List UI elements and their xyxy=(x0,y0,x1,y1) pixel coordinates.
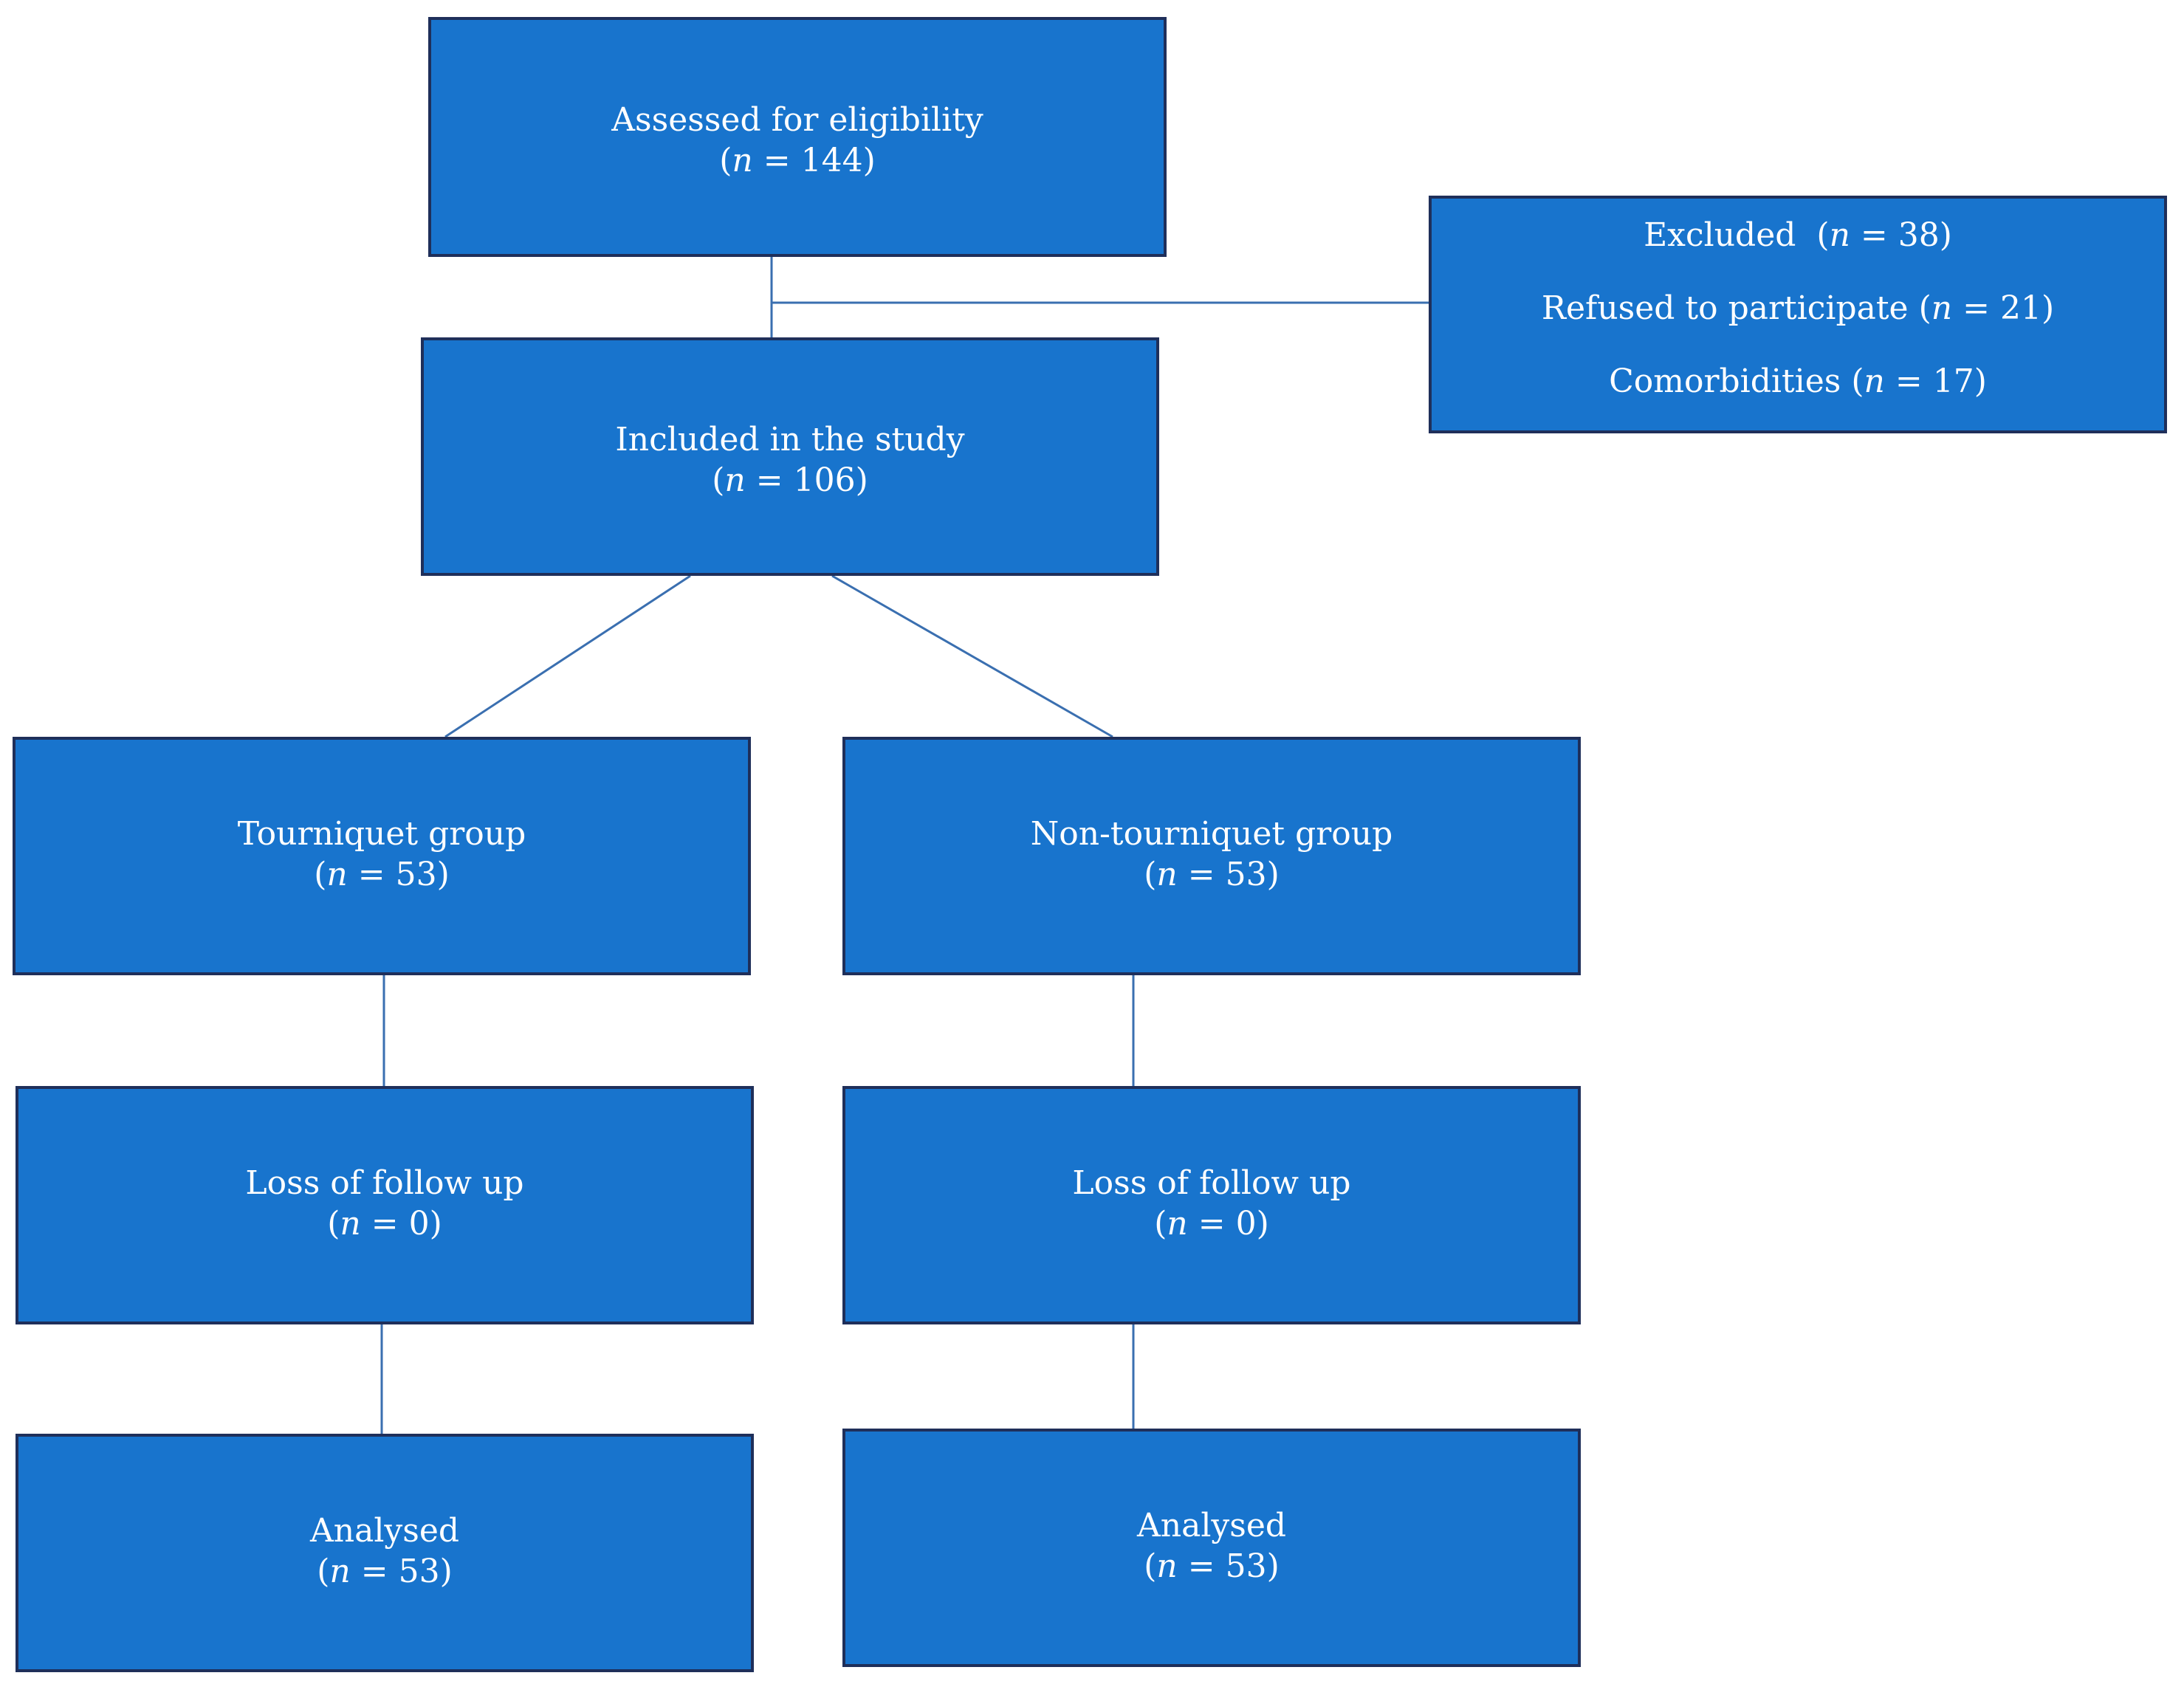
non-tourniquet-group-box: Non-tourniquet group (n = 53) xyxy=(842,737,1581,975)
analysed-left-count: (n = 53) xyxy=(317,1553,453,1590)
non-tourniquet-group-label: Non-tourniquet group xyxy=(1030,815,1393,853)
excluded-total: Excluded (n = 38) xyxy=(1644,216,1952,254)
included-box: Included in the study (n = 106) xyxy=(421,337,1159,576)
loss-follow-up-left-box: Loss of follow up (n = 0) xyxy=(16,1086,754,1324)
connector-included-tourniquet xyxy=(444,574,691,738)
assessed-count: (n = 144) xyxy=(719,142,876,179)
non-tourniquet-group-count: (n = 53) xyxy=(1144,856,1280,893)
included-count: (n = 106) xyxy=(712,461,868,499)
tourniquet-group-label: Tourniquet group xyxy=(237,815,526,853)
loss-follow-up-right-box: Loss of follow up (n = 0) xyxy=(842,1086,1581,1324)
connector-included-nontourniquet xyxy=(831,574,1113,738)
analysed-right-box: Analysed (n = 53) xyxy=(842,1429,1581,1667)
analysed-left-box: Analysed (n = 53) xyxy=(16,1434,754,1672)
analysed-right-label: Analysed xyxy=(1136,1507,1287,1544)
loss-follow-up-right-label: Loss of follow up xyxy=(1072,1164,1351,1202)
analysed-left-label: Analysed xyxy=(309,1512,460,1550)
assessed-label: Assessed for eligibility xyxy=(611,101,983,139)
excluded-reason-comorbidities: Comorbidities (n = 17) xyxy=(1609,362,1987,400)
included-label: Included in the study xyxy=(615,421,965,458)
loss-follow-up-left-label: Loss of follow up xyxy=(245,1164,524,1202)
loss-follow-up-left-count: (n = 0) xyxy=(327,1205,442,1243)
excluded-box: Excluded (n = 38) Refused to participate… xyxy=(1429,196,2167,433)
loss-follow-up-right-count: (n = 0) xyxy=(1154,1205,1269,1243)
assessed-box: Assessed for eligibility (n = 144) xyxy=(428,17,1167,257)
excluded-reason-refused: Refused to participate (n = 21) xyxy=(1541,289,2055,327)
tourniquet-group-box: Tourniquet group (n = 53) xyxy=(13,737,751,975)
tourniquet-group-count: (n = 53) xyxy=(314,856,450,893)
analysed-right-count: (n = 53) xyxy=(1144,1547,1280,1585)
